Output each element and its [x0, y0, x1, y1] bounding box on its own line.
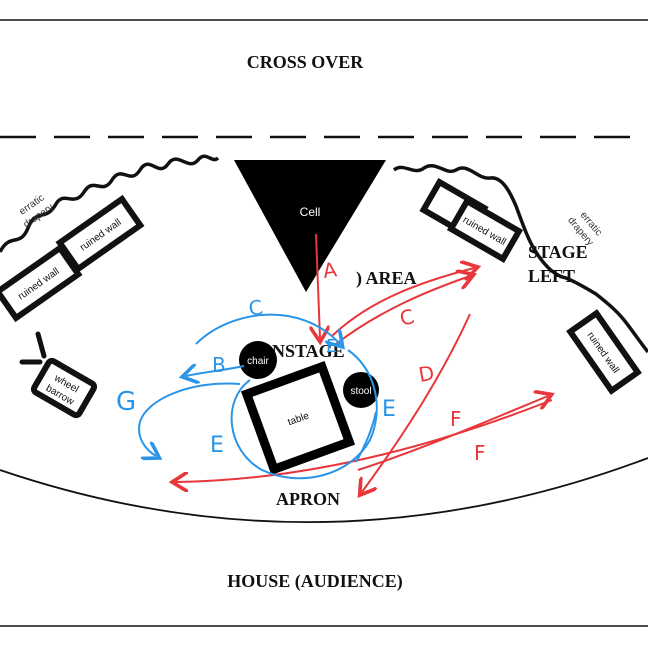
apron-label: APRON — [276, 489, 340, 509]
table-prop: table — [240, 360, 356, 476]
blue-letter-b: B — [212, 353, 226, 377]
blue-letter-e-top: E — [326, 336, 337, 357]
drapery-label-left: erratic drapery — [14, 191, 56, 230]
blue-letter-c: C — [247, 295, 265, 321]
blue-path-loop — [230, 349, 378, 480]
red-path-c-lower — [331, 268, 474, 337]
blue-path-b — [186, 366, 245, 376]
blue-movement-paths — [138, 313, 378, 480]
movement-letters: A C D F F C B G E E E — [116, 257, 486, 465]
blue-path-e-right — [355, 411, 377, 463]
red-path-c-upper — [335, 276, 470, 345]
house-label: HOUSE (AUDIENCE) — [227, 571, 403, 592]
ruined-wall-left-upper: ruined wall — [55, 194, 145, 274]
upstage-area-label: ) AREA — [356, 268, 417, 289]
chair-prop: chair — [239, 341, 277, 379]
stage-left-label: STAGE LEFT — [528, 242, 592, 286]
blue-letter-g: G — [116, 387, 136, 417]
red-letter-a: A — [321, 257, 338, 283]
ruined-wall-left-lower: ruined wall — [0, 243, 83, 323]
svg-text:stool: stool — [350, 386, 371, 397]
stool-prop: stool — [343, 372, 379, 408]
stage-edge-curve — [0, 457, 648, 524]
cell-prop: Cell — [234, 160, 386, 292]
red-letter-f-lower: F — [474, 441, 486, 465]
red-path-a — [316, 233, 320, 338]
red-path-d — [362, 313, 471, 492]
red-letter-c: C — [397, 304, 417, 331]
drapery-squiggle-right — [392, 164, 648, 354]
blue-letter-e-left: E — [210, 433, 224, 458]
ruined-wall-right-main: ruined wall — [446, 197, 524, 263]
svg-text:Cell: Cell — [300, 205, 321, 219]
red-letter-d: D — [417, 361, 436, 387]
blue-path-g — [138, 382, 241, 456]
drapery-squiggle-left — [0, 154, 220, 253]
wheel-barrow: wheel barrow — [19, 331, 98, 419]
blue-letter-e-right: E — [382, 397, 396, 422]
cross-over-label: CROSS OVER — [247, 52, 365, 72]
blue-path-c — [195, 313, 340, 344]
svg-text:chair: chair — [247, 356, 269, 367]
red-letter-f-upper: F — [450, 407, 462, 431]
red-movement-paths — [176, 233, 553, 492]
red-path-f-lower — [176, 399, 553, 482]
